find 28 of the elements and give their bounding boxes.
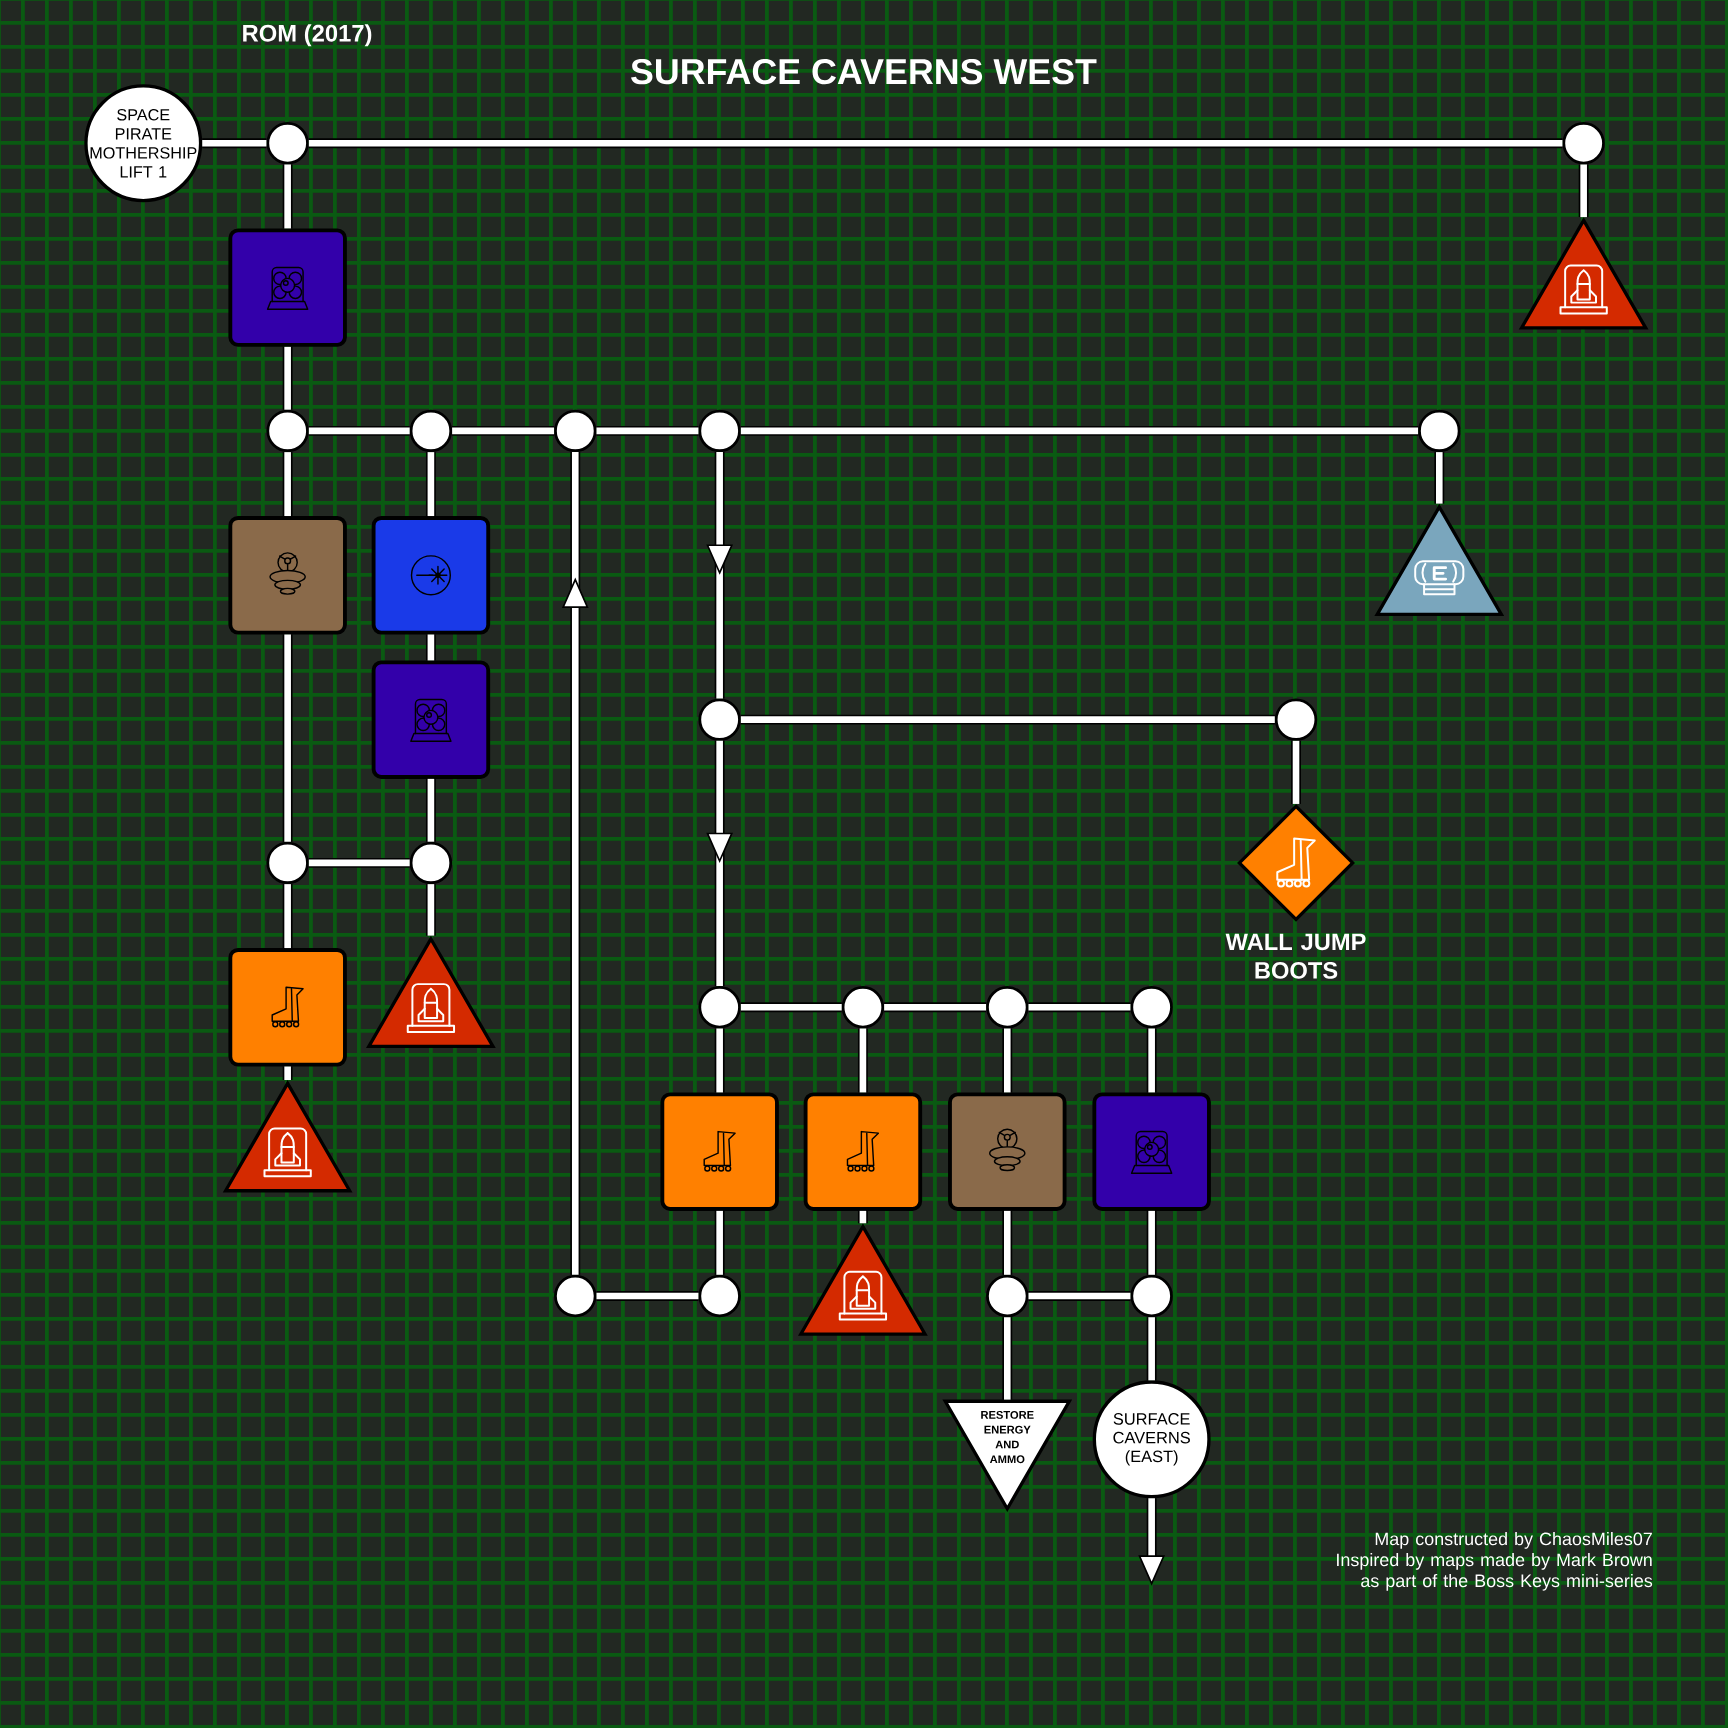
connector [596, 1291, 699, 1301]
connector [308, 425, 410, 436]
junction-circle [986, 986, 1029, 1029]
title: SURFACE CAVERNS WEST [631, 58, 1097, 85]
connector [308, 857, 410, 868]
connector [714, 1028, 725, 1093]
credits-text: Map constructed by ChaosMiles07 Inspired by maps made by Mark Brown as part of the Boss Keys mini-series [1337, 1532, 1653, 1591]
node-label: WALL JUMP BOOTS [1225, 933, 1366, 979]
junction-circle [698, 698, 741, 741]
arrow [706, 740, 734, 987]
connector [740, 425, 1419, 436]
connector [1002, 1028, 1013, 1093]
connector [1578, 164, 1589, 218]
connector [857, 1028, 868, 1093]
connector [1146, 1028, 1157, 1093]
connector [282, 164, 293, 229]
connector [1028, 1291, 1131, 1301]
connector [425, 634, 436, 661]
subtitle: ROM (2017) [243, 24, 372, 47]
connector [1028, 1002, 1131, 1013]
junction-circle [698, 986, 741, 1029]
connector [308, 138, 1563, 149]
junction-circle [1130, 986, 1173, 1029]
connector [282, 346, 293, 410]
connector [596, 425, 699, 436]
junction-circle [1562, 122, 1605, 165]
connector [857, 1210, 868, 1224]
junction-circle [266, 122, 309, 165]
